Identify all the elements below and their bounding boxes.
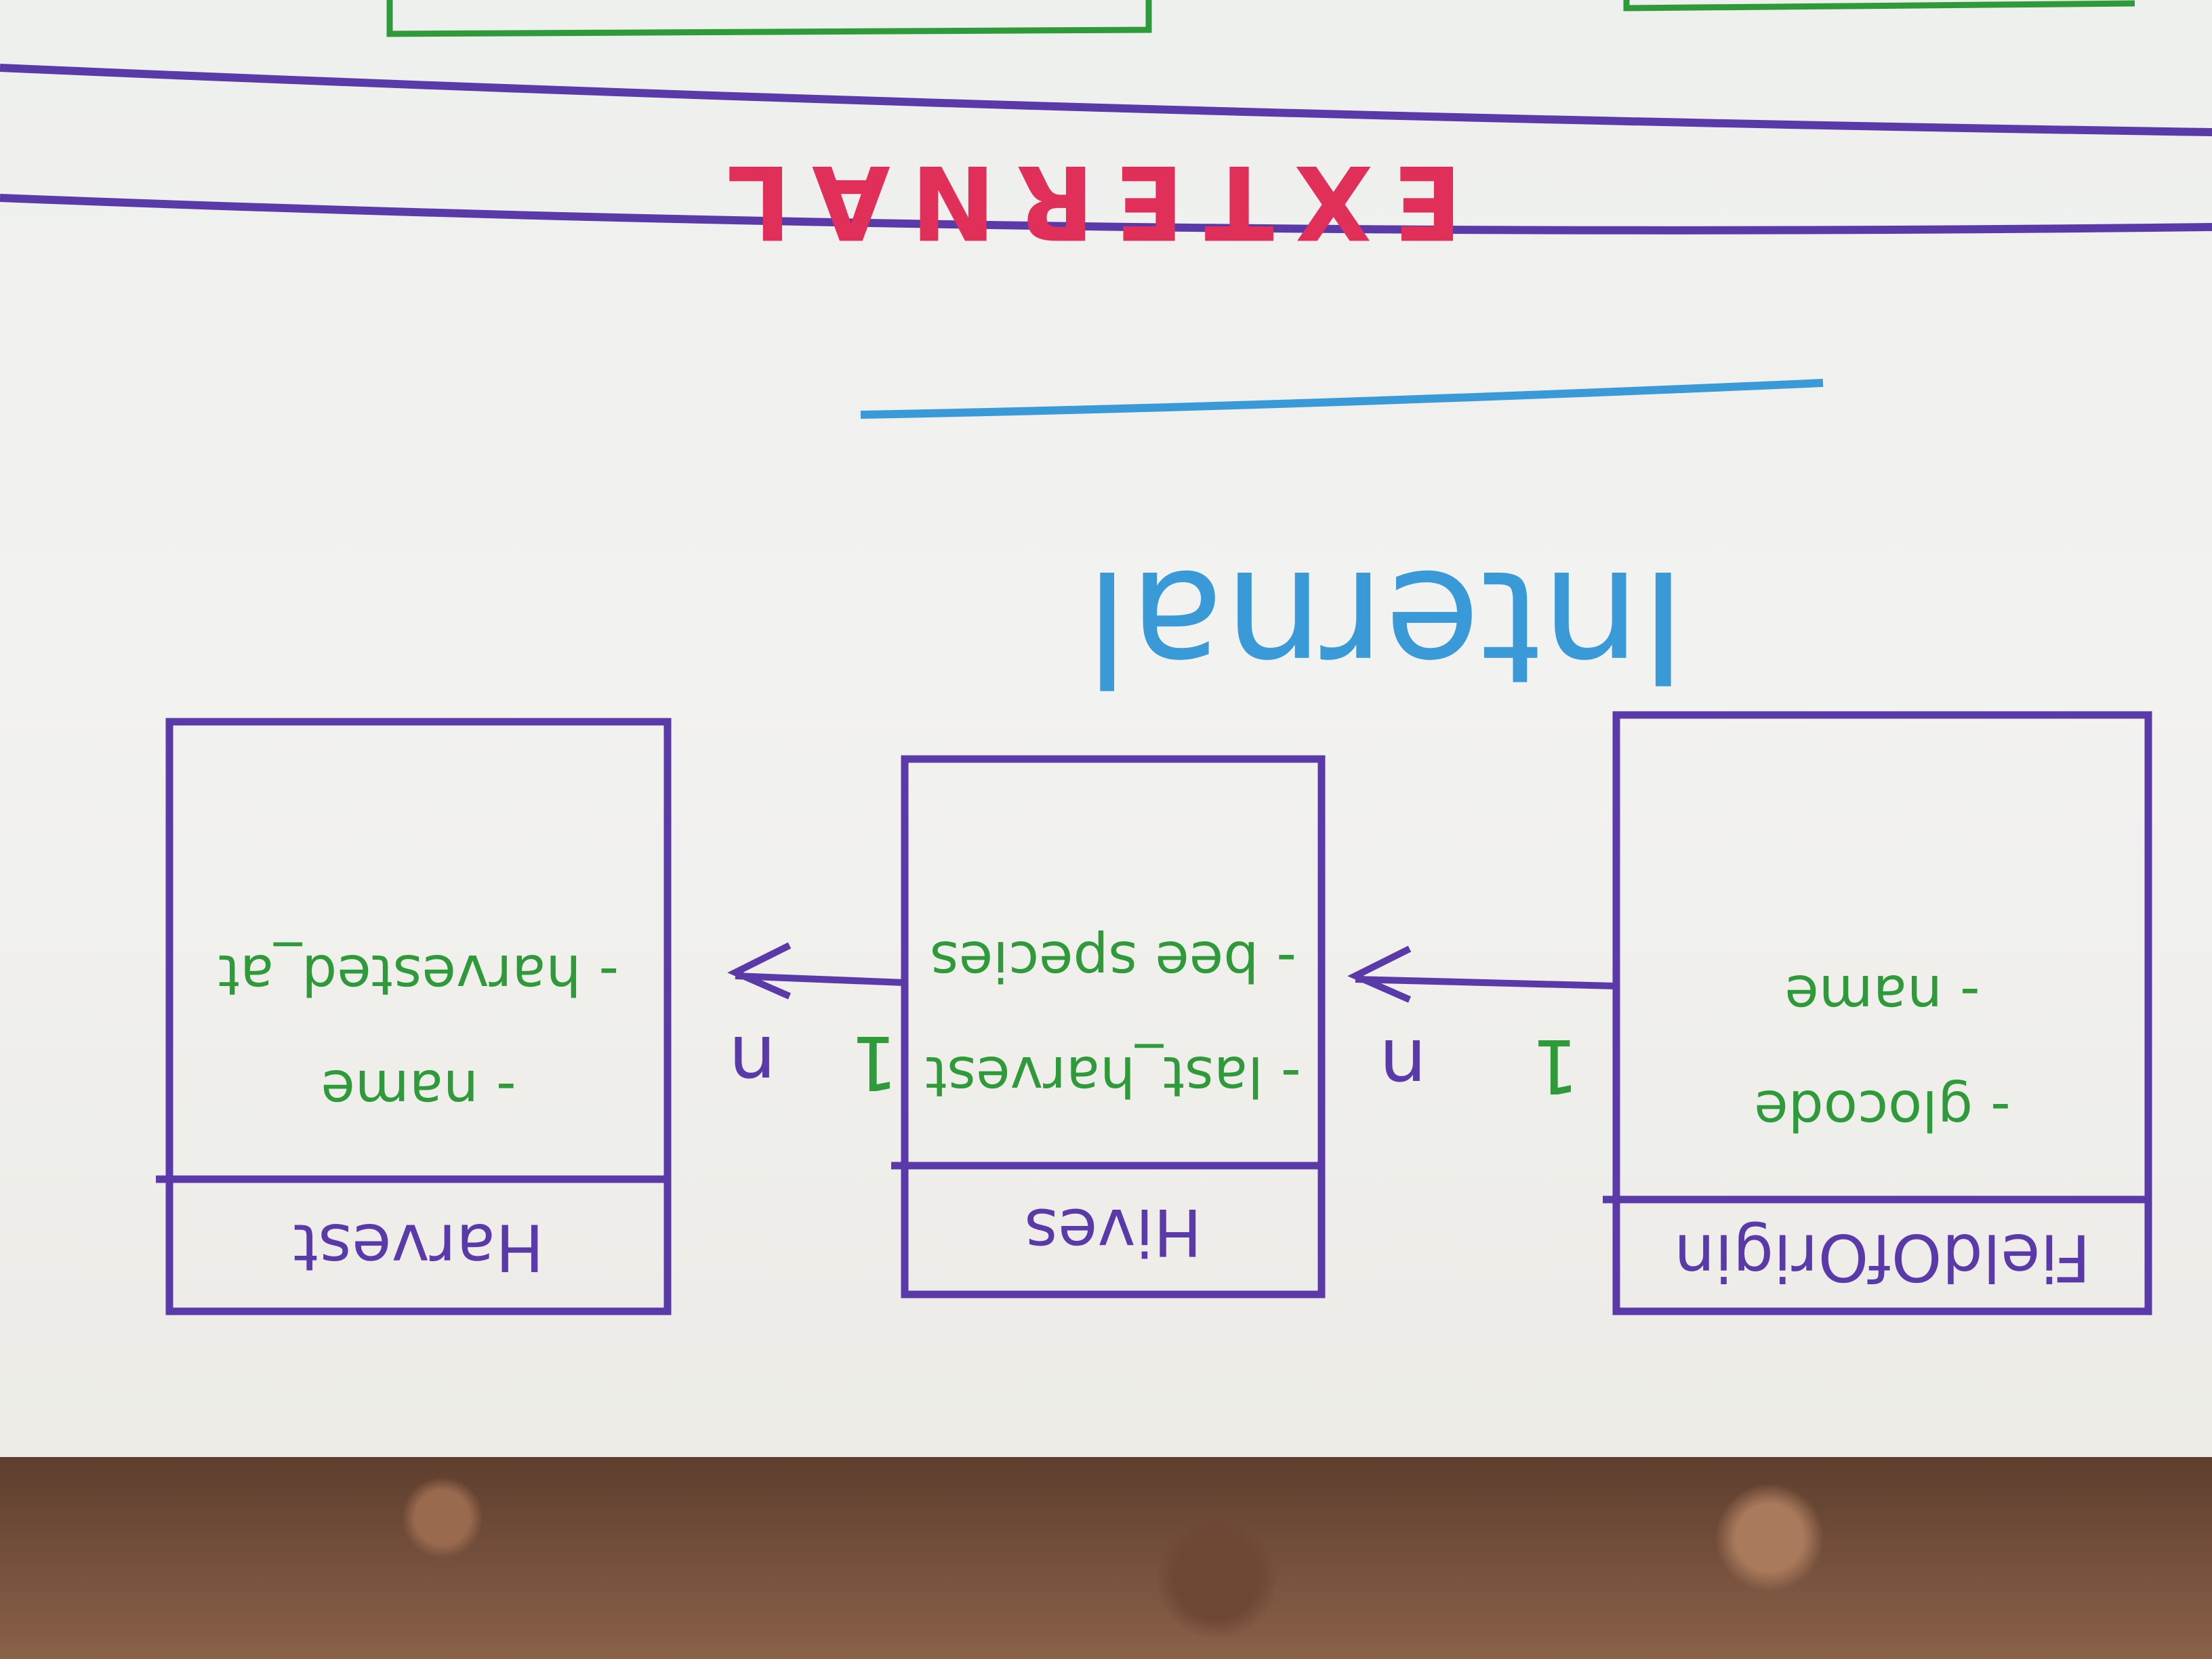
countertop xyxy=(0,1457,2212,1659)
cardinality-many: n xyxy=(1379,1023,1427,1109)
entity-box-outline xyxy=(1612,711,2152,1315)
cardinality-one: 1 xyxy=(1532,1023,1579,1109)
arrowhead xyxy=(727,942,792,1000)
entity-box-outline xyxy=(901,755,1326,1298)
internal-underline xyxy=(860,379,1824,419)
entity-attribute: - name xyxy=(321,1057,516,1122)
entity-hives: Hives - last_harvest - bee species xyxy=(891,755,1326,1298)
relationship-hives-harvest: 1n xyxy=(727,942,905,1106)
entity-attribute: - last_harvest xyxy=(925,1044,1300,1108)
entity-title: Hives xyxy=(1025,1194,1202,1269)
entity-attribute: - glocode xyxy=(1754,1078,2010,1142)
entity-box-outline xyxy=(165,718,672,1315)
external-label: EXTERNAL xyxy=(706,142,1462,260)
relationship-line xyxy=(1355,976,1617,989)
arrowhead xyxy=(1347,945,1412,1003)
paper-sheet xyxy=(0,0,2212,1457)
relationship-fieldoforigin-hives: 1n xyxy=(1347,945,1617,1109)
entity-attribute: - bee species xyxy=(930,928,1296,993)
cardinality-many: n xyxy=(729,1019,776,1106)
section-dividers xyxy=(0,64,2212,234)
relationship-line xyxy=(735,972,905,986)
entity-fieldoforigin: FieldOfOrigin - glocode - name xyxy=(1603,711,2152,1315)
internal-label: Internal xyxy=(1086,535,1686,716)
top-partial-boxes xyxy=(386,0,2135,37)
entity-title: Harvest xyxy=(293,1210,544,1284)
entity-attribute: - name xyxy=(1784,962,1980,1027)
entity-harvest: Harvest - name - harvested_at xyxy=(156,718,672,1315)
cardinality-one: 1 xyxy=(851,1019,898,1106)
entity-title: FieldOfOrigin xyxy=(1674,1220,2091,1294)
entity-attribute: - harvested_at xyxy=(218,942,619,1006)
